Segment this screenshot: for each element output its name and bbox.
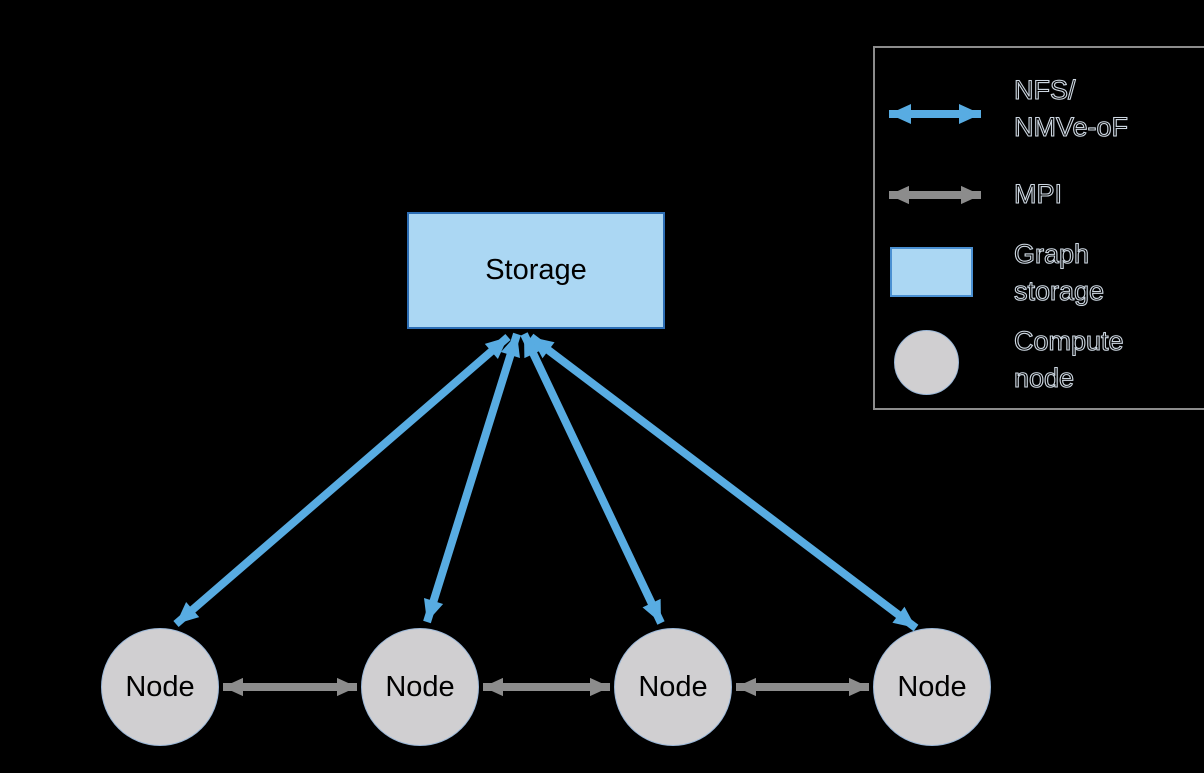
storage-box: Storage [407, 212, 665, 329]
nfs-arrow-swatch-icon [889, 104, 981, 124]
nfs-arrow-storage-node1 [173, 333, 511, 628]
legend-label-graph-storage: Graph storage [1013, 238, 1105, 306]
node-label: Node [125, 670, 195, 703]
compute-node-1: Node [101, 628, 219, 746]
legend-label-nfs: NFS/ NMVe-oF [1013, 74, 1129, 142]
compute-node-3: Node [614, 628, 732, 746]
node-label: Node [638, 670, 708, 703]
storage-label: Storage [485, 254, 587, 286]
compute-node-2: Node [361, 628, 479, 746]
node-label: Node [385, 670, 455, 703]
mpi-arrow-swatch-icon [889, 185, 981, 205]
nfs-arrow-storage-node3 [520, 332, 665, 625]
legend: NFS/ NMVe-oF MPI Graph storage Compute n… [873, 46, 1204, 410]
nfs-arrow-storage-node4 [528, 333, 919, 632]
graph-storage-swatch-icon [890, 247, 973, 297]
compute-node-swatch-icon [894, 330, 959, 395]
node-label: Node [897, 670, 967, 703]
legend-label-mpi: MPI [1013, 178, 1063, 209]
nfs-arrow-storage-node2 [423, 332, 521, 624]
compute-node-4: Node [873, 628, 991, 746]
legend-label-compute-node: Compute node [1013, 325, 1124, 393]
